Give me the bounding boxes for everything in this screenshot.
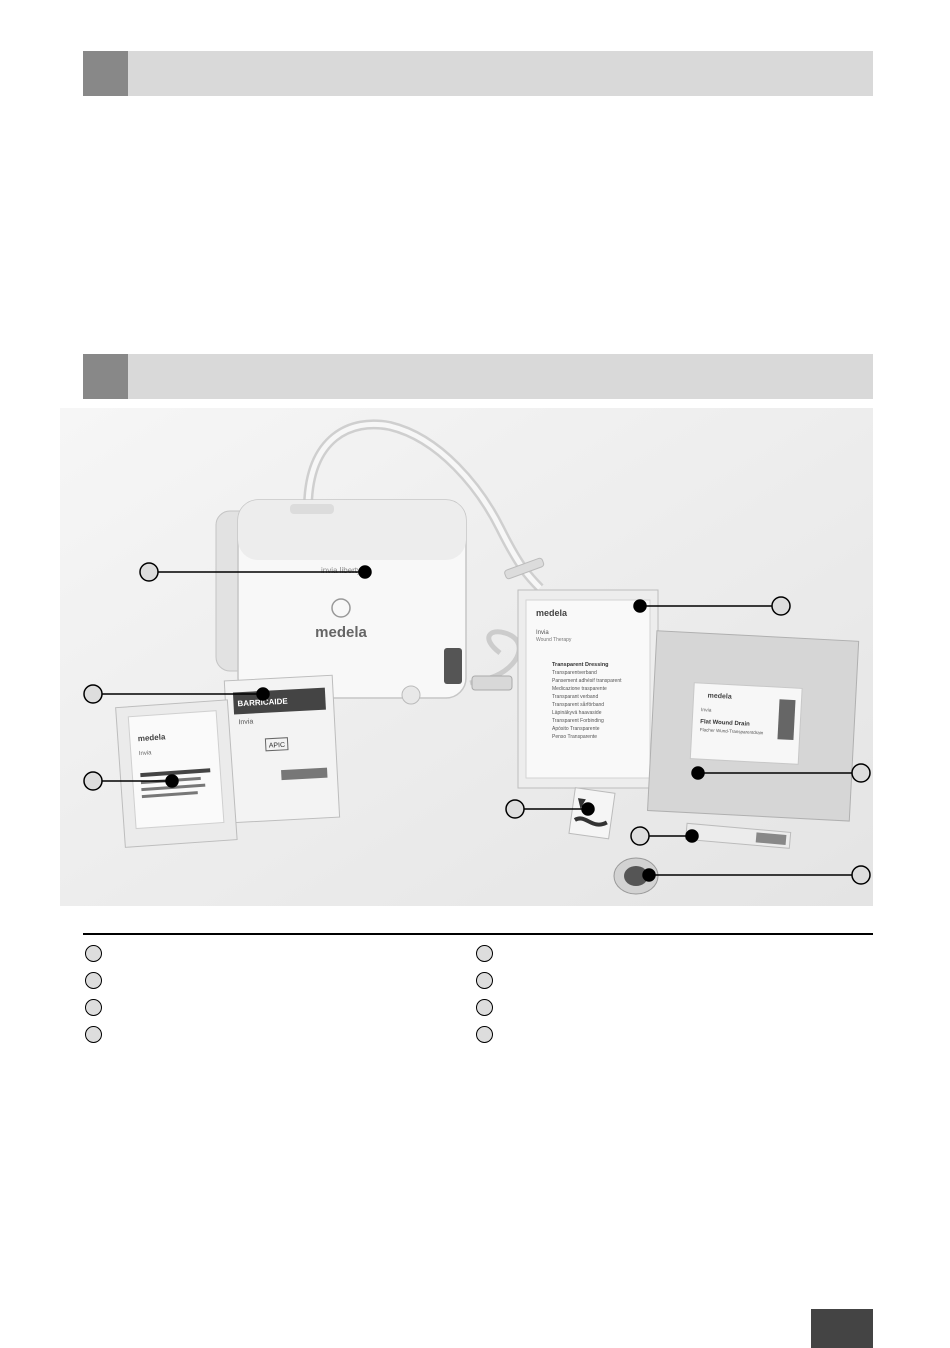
gauze-kit-text-line-4 (141, 791, 198, 799)
connector-barcode (755, 832, 787, 845)
flat-drain-product: Invia (701, 707, 712, 714)
legend-marker-left-4 (85, 1026, 102, 1043)
legend-marker-left-3 (85, 999, 102, 1016)
legend-marker-right-1 (476, 945, 493, 962)
dressing-kit-label-card (525, 599, 651, 779)
foam-kit-apic-label: APIC (269, 742, 286, 750)
gauze-kit-label-card (127, 710, 225, 830)
flat-drain-title: Flat Wound Drain (700, 719, 750, 728)
dressing-kit-line: Medicazione trasparente (552, 686, 607, 692)
pump-top-panel (238, 500, 466, 560)
section-header-tab-1 (83, 51, 128, 96)
tubing-highlight (305, 421, 542, 590)
dressing-kit-subtitle: Wound Therapy (536, 637, 572, 643)
legend-marker-right-4 (476, 1026, 493, 1043)
callout-circle-pump (139, 562, 159, 582)
tape-roll (613, 857, 659, 895)
flat-drain-package: medela Invia Flat Wound Drain Flacher Wu… (647, 630, 860, 822)
section-header-bar-2 (83, 354, 873, 399)
flat-drain-brand: medela (707, 692, 732, 700)
section-header-tab-2 (83, 354, 128, 399)
callout-circle-gauze-kit (83, 771, 103, 791)
foam-kit-barcode (281, 767, 328, 781)
gauze-kit-brand: medela (138, 732, 167, 743)
foam-kit-package: BARRICAIDE Invia APIC (223, 674, 341, 824)
dressing-kit-line: Penso Transparente (552, 734, 597, 740)
callout-dot-tape-roll (642, 868, 656, 882)
callout-circle-foam-kit (83, 684, 103, 704)
callout-dot-gauze-kit (165, 774, 179, 788)
coiled-tubing (469, 629, 522, 686)
gauze-kit-product: Invia (139, 750, 153, 757)
callout-dot-connector (685, 829, 699, 843)
dressing-kit-line: Transparant verband (552, 694, 598, 700)
callout-dot-pump (358, 565, 372, 579)
pump-power-icon (331, 598, 351, 618)
dressing-kit-product: Invia (536, 630, 549, 636)
callouts (83, 562, 871, 885)
sachet-logo (577, 798, 586, 809)
flat-drain-label-card (689, 682, 803, 765)
dressing-kit-package: medela Invia Wound Therapy Transparent D… (517, 589, 659, 789)
dressing-kit-line: Transparent sårförband (552, 701, 604, 708)
page-number-tab (811, 1309, 873, 1348)
legend-marker-right-3 (476, 999, 493, 1016)
dressing-kit-line: Apósito Transparente (552, 726, 600, 732)
dressing-kit-brand: medela (536, 608, 568, 618)
sachet-wave (573, 816, 608, 827)
pump-brand-logo: medela (315, 624, 367, 641)
flat-drain-subtitle: Flacher Wund-Transparentdrain (700, 727, 764, 735)
flat-drain-barcode (777, 699, 796, 741)
dressing-kit-line: Pansement adhésif transparent (552, 678, 622, 684)
dressing-kit-line: Transparentverband (552, 670, 597, 676)
gauze-kit-text-line-1 (140, 768, 211, 778)
product-photo: invia liberty medela BARRICAIDE Invia AP… (60, 408, 873, 906)
pump-tagline: invia liberty (321, 566, 361, 575)
pump-vent-grille (444, 648, 462, 684)
pump-tube-port (290, 504, 334, 514)
pump-unit: invia liberty medela (215, 499, 467, 705)
dressing-kit-line: Läpinäkyvä haavaside (552, 710, 602, 716)
product-illustration: invia liberty medela BARRICAIDE Invia AP… (60, 408, 873, 906)
pump-foot (401, 685, 421, 705)
callout-dot-foam-kit (256, 687, 270, 701)
foam-kit-label: BARRICAIDE (237, 697, 288, 709)
legend-divider (83, 933, 873, 935)
legend-marker-left-2 (85, 972, 102, 989)
callout-dot-dressing-kit (633, 599, 647, 613)
foam-kit-apic-box (264, 737, 289, 752)
tube-clamp (504, 557, 545, 580)
legend-marker-right-2 (476, 972, 493, 989)
callout-circle-flat-drain (851, 763, 871, 783)
gauze-kit-package: medela Invia (115, 699, 238, 848)
callout-dot-flat-drain (691, 766, 705, 780)
section-header-bar-1 (83, 51, 873, 96)
connector-package (685, 822, 792, 849)
dressing-kit-title: Transparent Dressing (552, 662, 609, 668)
foam-kit-product: Invia (238, 718, 253, 726)
tube-connector (471, 675, 513, 691)
callout-circle-tape-roll (851, 865, 871, 885)
tape-roll-core (624, 866, 648, 886)
callout-circle-connector (630, 826, 650, 846)
callout-circle-dressing-kit (771, 596, 791, 616)
callout-circle-sachet (505, 799, 525, 819)
legend-marker-left-1 (85, 945, 102, 962)
callout-dot-sachet (581, 802, 595, 816)
dressing-kit-line: Transparent Forbinding (552, 718, 604, 724)
